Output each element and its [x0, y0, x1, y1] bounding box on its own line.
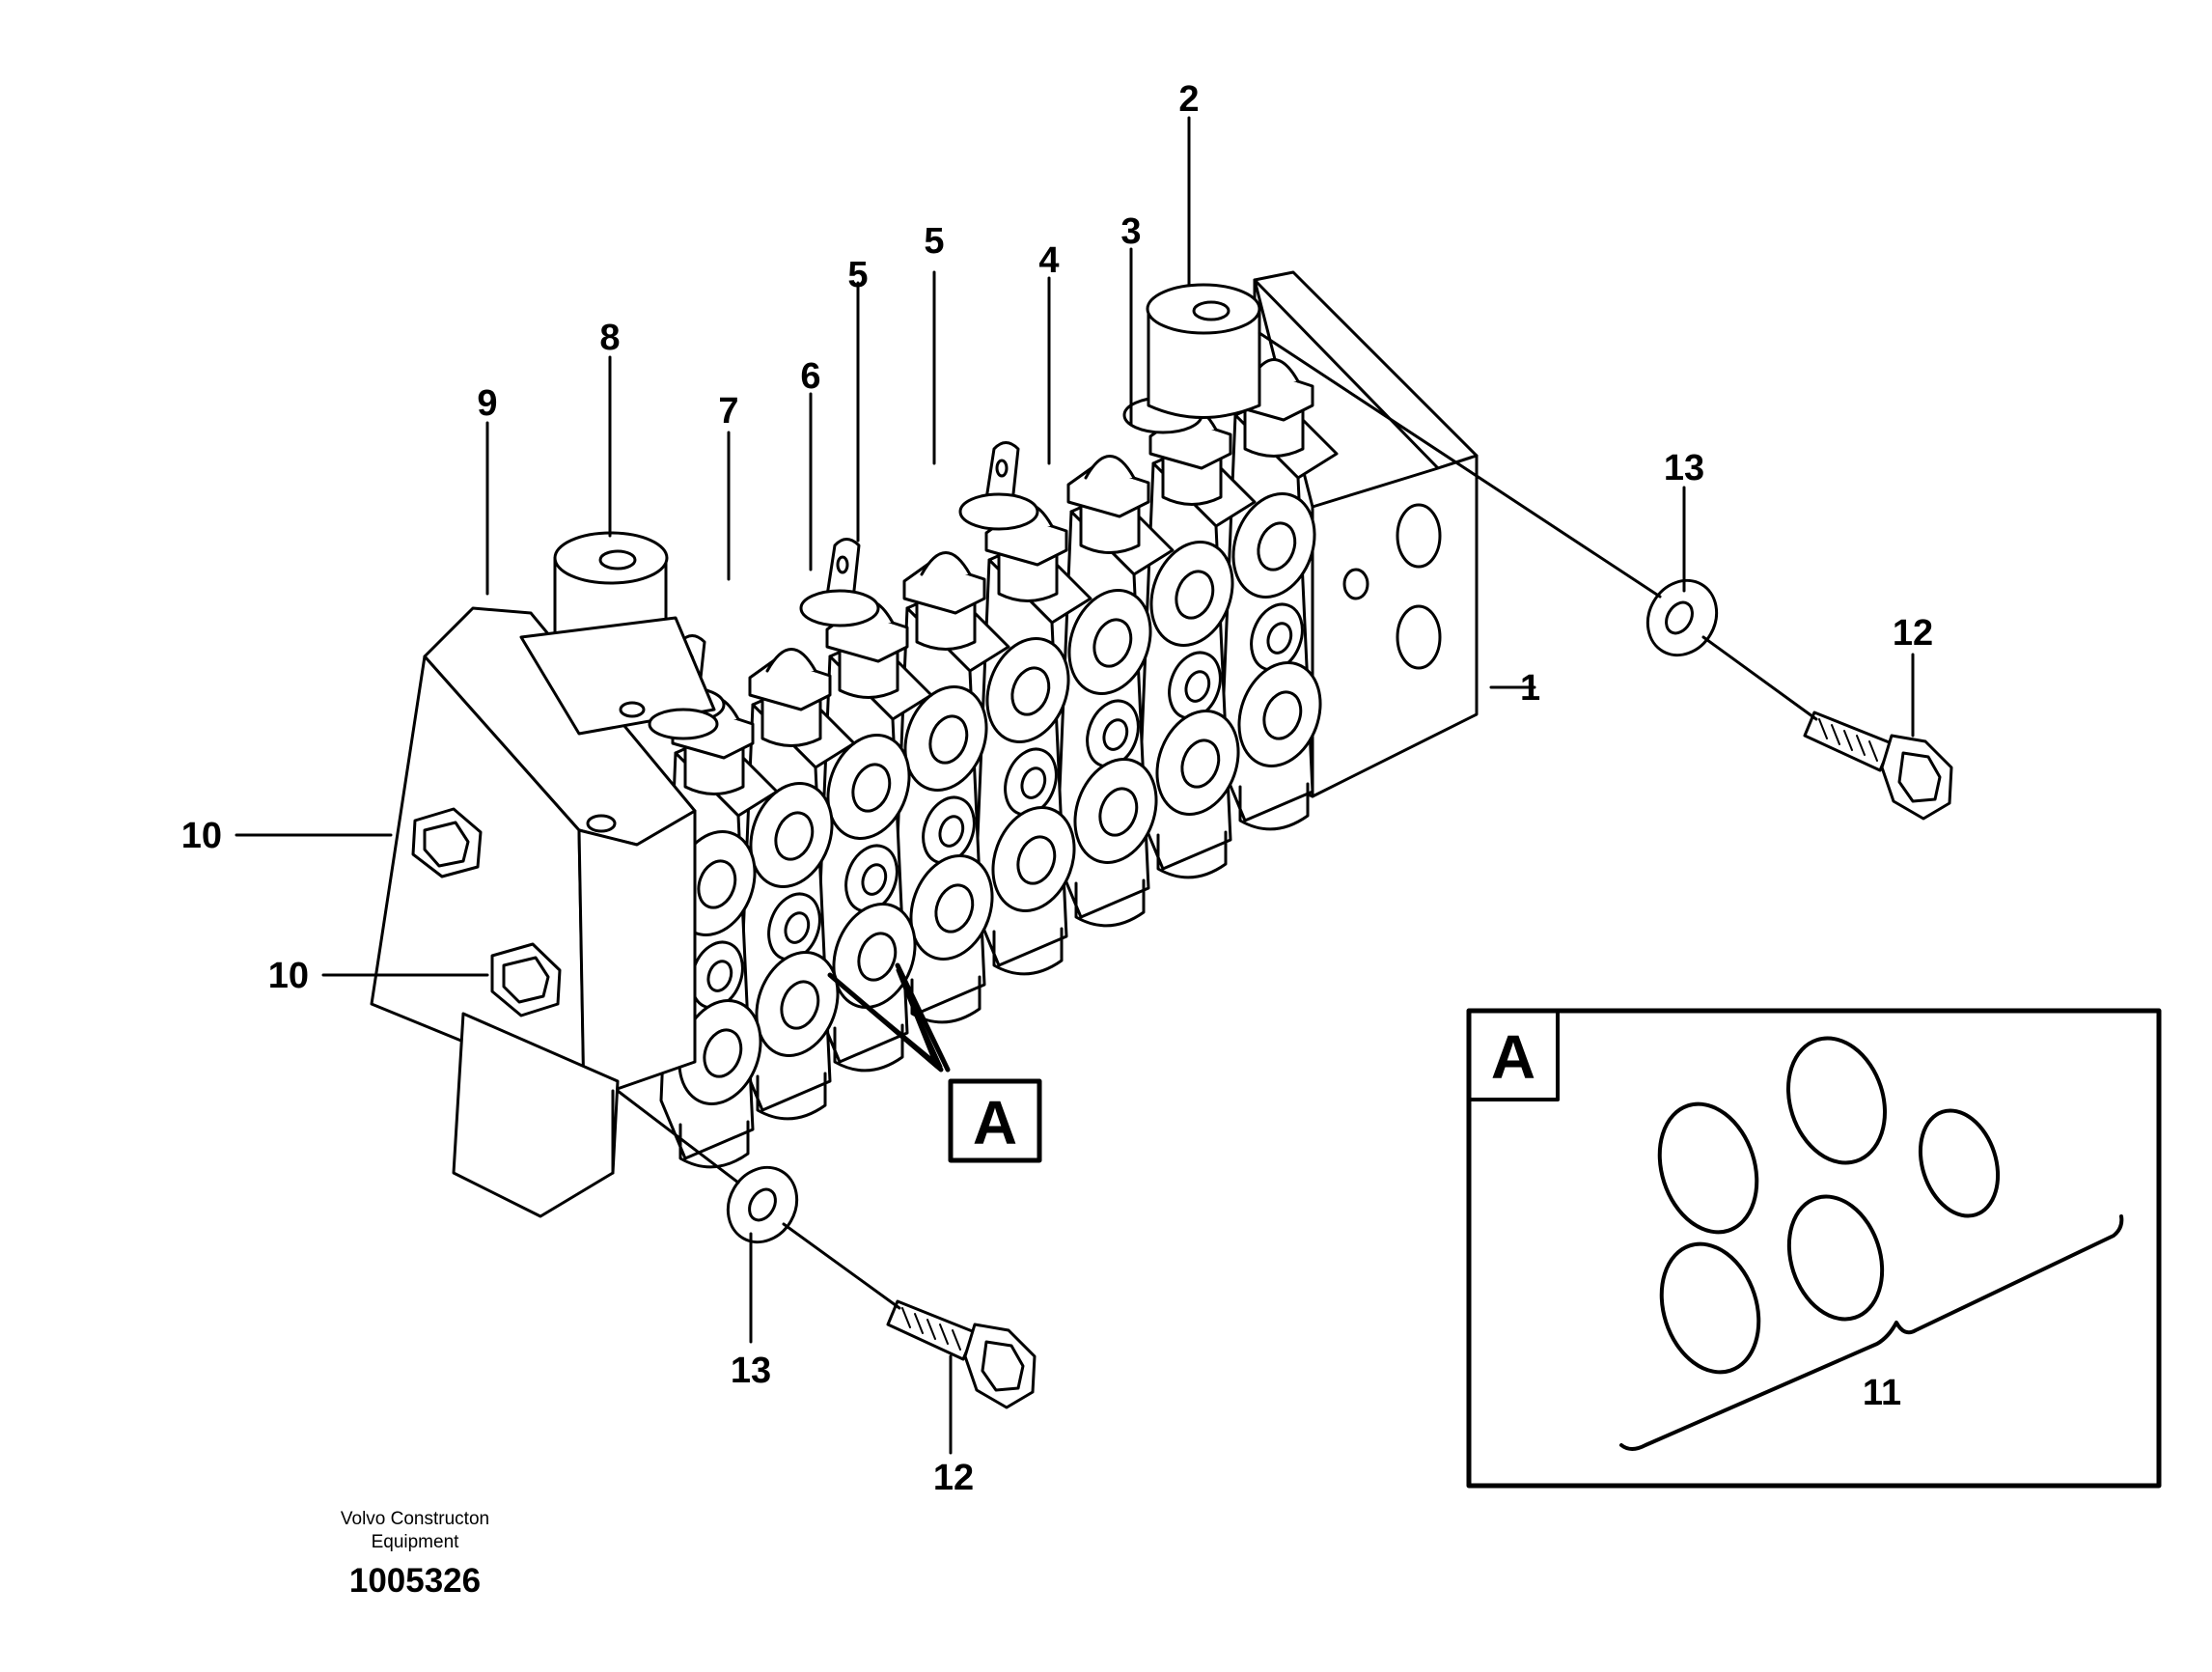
callout-5a: 5	[847, 255, 868, 295]
detail-a-marker	[948, 1078, 1042, 1163]
spool-cap	[1066, 455, 1150, 554]
callout-12a: 12	[1893, 613, 1933, 654]
callout-7: 7	[718, 391, 738, 432]
callout-2: 2	[1178, 79, 1199, 120]
leader-lines	[235, 116, 1915, 1455]
callout-3: 3	[1120, 211, 1141, 252]
bolt-part-12-right	[1803, 711, 1953, 821]
o-rings-part-11	[1619, 1036, 2124, 1451]
callout-8: 8	[599, 318, 620, 358]
callout-1: 1	[1520, 668, 1540, 709]
callout-4: 4	[1038, 240, 1059, 281]
washer-part-13-left	[726, 1165, 799, 1244]
washer-part-13-right	[1645, 578, 1719, 657]
solenoid-part-2	[1146, 283, 1261, 419]
valve-slice	[973, 539, 1092, 976]
spool-cap	[902, 551, 986, 651]
callout-13b: 13	[731, 1351, 771, 1391]
callout-labels: 2 3 4 5 5 6 7 8 9 1 13 12 10 10 13 12 11…	[181, 79, 1933, 1498]
spool-cap	[748, 648, 832, 747]
callout-9: 9	[477, 383, 497, 424]
detail-a-frame-letter: A	[1491, 1022, 1535, 1092]
callout-13a: 13	[1664, 448, 1704, 488]
company-name-line-2: Equipment	[371, 1532, 459, 1552]
drawing-number: 1005326	[348, 1562, 482, 1600]
plug-part-10b	[490, 942, 562, 1017]
callout-10b: 10	[268, 956, 309, 996]
detail-a-frame	[1466, 1008, 2162, 1489]
callout-12b: 12	[933, 1458, 974, 1498]
spool-cap	[799, 538, 909, 699]
valve-slice	[891, 587, 1010, 1024]
callout-5b: 5	[924, 221, 944, 262]
callout-10a: 10	[181, 816, 222, 856]
callout-6: 6	[800, 356, 820, 397]
solenoid-part-8	[519, 531, 719, 740]
callout-11: 11	[1863, 1373, 1901, 1413]
detail-a-marker-letter: A	[973, 1088, 1017, 1157]
company-name-line-1: Volvo Constructon	[340, 1509, 490, 1529]
valve-slice	[1055, 490, 1175, 928]
bolt-part-12-left	[886, 1299, 1037, 1409]
plug-part-10a	[411, 807, 483, 878]
spool-cap	[958, 441, 1068, 602]
